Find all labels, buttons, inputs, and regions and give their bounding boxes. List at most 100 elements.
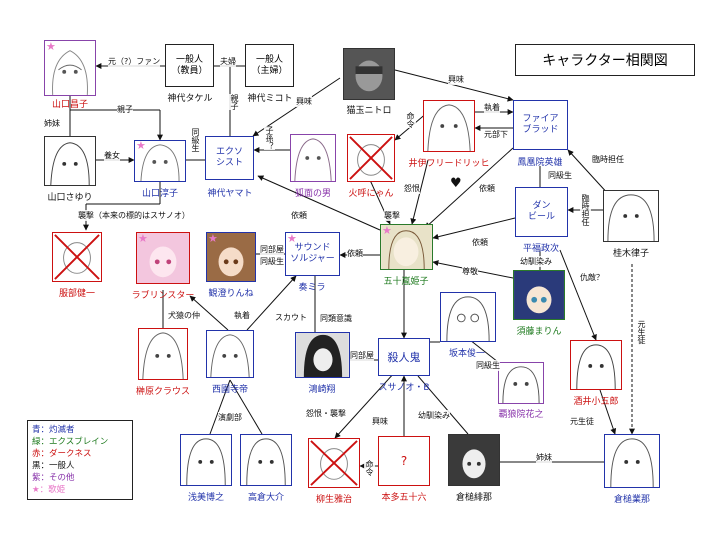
- face-sketch-icon: [210, 334, 250, 377]
- name-honda-isoroku: 本多五十六: [381, 493, 427, 503]
- box-line1: サウンド: [294, 243, 331, 253]
- name-kozaki-sho: 鴻崎翔: [308, 385, 336, 395]
- name-mizumi-rinne: 観澄りんね: [208, 289, 254, 299]
- edge-label: 尊敬: [462, 266, 478, 277]
- name-harouin-koreyuki: 覇狼院花之: [498, 410, 544, 420]
- portrait-sakamoto-shunichi[interactable]: [440, 292, 496, 342]
- box-line2: ブラッド: [522, 125, 559, 135]
- edge-label: 幼馴染み: [418, 410, 450, 421]
- portrait-love-punster[interactable]: [136, 232, 190, 284]
- portrait-yamaguchi-masako[interactable]: [44, 40, 96, 96]
- box-fire-blood[interactable]: ファイア ブラッド: [513, 100, 568, 150]
- portrait-sudo-marin[interactable]: [513, 270, 565, 320]
- name-sakai-kogoro: 酒井小五郎: [573, 397, 619, 407]
- face-sketch-icon: [607, 194, 655, 241]
- edge-label: 依頼: [472, 237, 488, 248]
- edge-label: 元（?）ファン: [108, 56, 161, 67]
- legend-item: 青：灼滅者: [32, 425, 75, 435]
- diva-star-icon: ★: [382, 224, 392, 237]
- diva-star-icon: ★: [46, 40, 56, 53]
- face-sketch-icon: [381, 225, 432, 269]
- legend: 青：灼滅者 緑：エクスブレイン 赤：ダークネス 黒：一般人 紫：その他 ★：歌姫: [27, 420, 133, 500]
- edge-label: 元生徒: [636, 320, 647, 344]
- portrait-sakakibara-klaus[interactable]: [138, 328, 188, 380]
- name-kamishiro-mikoto: 神代ミコト: [247, 94, 293, 104]
- portrait-sakai-kogoro[interactable]: [570, 340, 622, 390]
- face-sketch-icon: [449, 435, 499, 485]
- name-asami-hiroyuki: 浅美博之: [187, 493, 225, 503]
- edge-label: 命令: [405, 112, 416, 128]
- portrait-yamaguchi-atsuko[interactable]: [134, 140, 186, 182]
- portrait-kurasaki-hana[interactable]: [604, 434, 660, 488]
- name-ii-friedrich: 井伊フリードリッヒ: [408, 159, 490, 169]
- portrait-takakura-daisuke[interactable]: [240, 434, 292, 486]
- edge-label: 依頼: [479, 183, 495, 194]
- box-satsujinki[interactable]: 殺人鬼: [378, 338, 430, 376]
- box-line2: （主婦）: [251, 65, 288, 76]
- face-sketch-icon: [502, 366, 540, 403]
- diva-star-icon: ★: [208, 232, 218, 245]
- portrait-hattori-kenichi[interactable]: [52, 232, 102, 282]
- box-honda-isoroku[interactable]: ?: [378, 436, 430, 486]
- portrait-kitsune-man[interactable]: [290, 134, 336, 182]
- name-sakakibara-klaus: 榊原クラウス: [135, 387, 191, 397]
- portrait-mizumi-rinne[interactable]: [206, 232, 256, 282]
- box-dan-beer[interactable]: ダン ビール: [515, 187, 568, 237]
- portrait-himiko-nyan[interactable]: [347, 134, 395, 182]
- portrait-katsuragi-ritsuko[interactable]: [603, 190, 659, 242]
- box-kamishiro-mikoto[interactable]: 一般人 （主婦）: [245, 44, 294, 87]
- portrait-harouin-koreyuki[interactable]: [498, 362, 544, 404]
- face-sketch-icon: [52, 50, 88, 95]
- portrait-ii-friedrich[interactable]: [423, 100, 475, 152]
- portrait-kozaki-sho[interactable]: [295, 332, 350, 378]
- edge-label: 同級生: [190, 128, 201, 152]
- face-sketch-icon: [576, 344, 616, 389]
- edge-label: 幼馴染み: [520, 256, 552, 267]
- edge-label: 養女: [104, 150, 120, 161]
- name-yagyu-masaharu: 柳生雅治: [315, 495, 353, 505]
- edge-label: 夫婦: [220, 56, 236, 67]
- diva-star-icon: ★: [136, 139, 146, 152]
- box-exorcist[interactable]: エクソ シスト: [205, 136, 254, 180]
- box-line1: ファイア: [522, 114, 559, 124]
- edge-label: 親子: [117, 104, 133, 115]
- name-kurasaki-hina: 倉槌緋那: [455, 493, 493, 503]
- box-sound-soldier[interactable]: サウンド ソルジャー: [285, 232, 340, 276]
- name-kitsune-man: 狐面の男: [294, 189, 332, 199]
- portrait-igarashi-himeko[interactable]: [380, 224, 433, 270]
- name-exorcist: 神代ヤマト: [207, 189, 253, 199]
- edge-label: 依頼: [347, 248, 363, 259]
- crossed-out-icon: [310, 440, 358, 486]
- edge-label: 犬猿の仲: [168, 310, 200, 321]
- face-sketch-icon: [140, 144, 180, 181]
- edge-label: 元生徒: [570, 416, 594, 427]
- portrait-nekotama-nitoro[interactable]: [343, 48, 395, 100]
- face-sketch-icon: [427, 104, 471, 151]
- face-sketch-icon: [294, 138, 332, 181]
- name-satsujinki: スサノオ・B: [378, 383, 430, 393]
- name-love-punster: ラブリンスター: [131, 291, 195, 301]
- portrait-yamaguchi-sayuri[interactable]: [44, 136, 96, 186]
- face-sketch-icon: [207, 233, 255, 281]
- portrait-kurasaki-hina[interactable]: [448, 434, 500, 486]
- edge-label: 親子: [229, 94, 240, 110]
- name-hattori-kenichi: 服部健一: [58, 289, 96, 299]
- face-sketch-icon: [142, 332, 184, 379]
- name-sound-soldier: 奏ミラ: [298, 283, 326, 293]
- box-line2: ビール: [527, 212, 555, 222]
- edge-label: 依頼: [291, 210, 307, 221]
- name-takakura-daisuke: 高倉大介: [247, 493, 285, 503]
- edge-label: 興味: [448, 74, 464, 85]
- crossed-out-icon: [54, 234, 100, 280]
- portrait-saionji-mikado[interactable]: [206, 330, 254, 378]
- edge-label: 怨恨・襲撃: [306, 408, 346, 419]
- heart-icon: ♥: [450, 176, 462, 191]
- portrait-asami-hiroyuki[interactable]: [180, 434, 232, 486]
- box-line1: ダン: [532, 201, 551, 211]
- edge-label: 姉妹: [536, 452, 552, 463]
- portrait-yagyu-masaharu[interactable]: [308, 438, 360, 488]
- edge-label: 臨時担任: [592, 154, 624, 165]
- box-kamishiro-takeru[interactable]: 一般人 （教員）: [165, 44, 214, 87]
- face-sketch-icon: [446, 296, 490, 341]
